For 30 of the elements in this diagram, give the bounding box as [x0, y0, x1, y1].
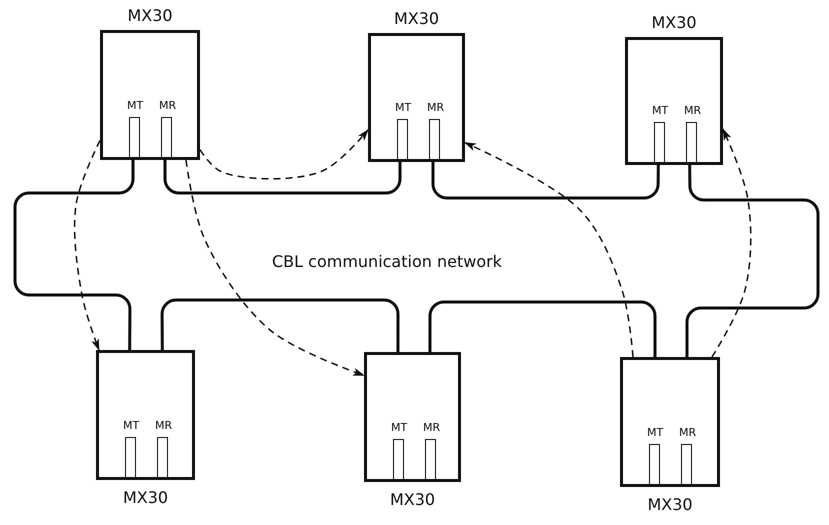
port-label: MR: [155, 419, 172, 432]
device-label: MX30: [650, 13, 698, 32]
port-label: MT: [123, 419, 140, 432]
dashed-arrow: [464, 142, 634, 358]
device-label: MX30: [126, 6, 174, 25]
device-label: MX30: [646, 495, 694, 514]
device-label: MX30: [392, 9, 440, 28]
port-label: MR: [679, 426, 696, 439]
port-label: MR: [427, 101, 444, 114]
network-cable: [14, 160, 134, 350]
dashed-arrow: [711, 128, 752, 358]
network-cable: [160, 298, 400, 352]
port-label: MT: [391, 421, 408, 434]
network-cable: [432, 162, 660, 200]
device-label: MX30: [122, 488, 170, 507]
network-cable: [428, 300, 656, 357]
network-cable: [686, 164, 820, 357]
device-label: MX30: [388, 490, 436, 509]
dashed-arrow: [185, 160, 365, 376]
port-label: MR: [684, 104, 702, 117]
dashed-arrow: [199, 128, 369, 180]
port-label: MR: [423, 421, 440, 434]
port-label: MT: [127, 99, 144, 112]
port-label: MR: [159, 99, 176, 112]
network-label: CBL communication network: [272, 252, 502, 271]
network-cable: [164, 160, 402, 194]
dashed-arrow: [74, 140, 101, 351]
port-label: MT: [647, 426, 664, 439]
port-label: MT: [652, 104, 668, 117]
port-label: MT: [395, 101, 412, 114]
